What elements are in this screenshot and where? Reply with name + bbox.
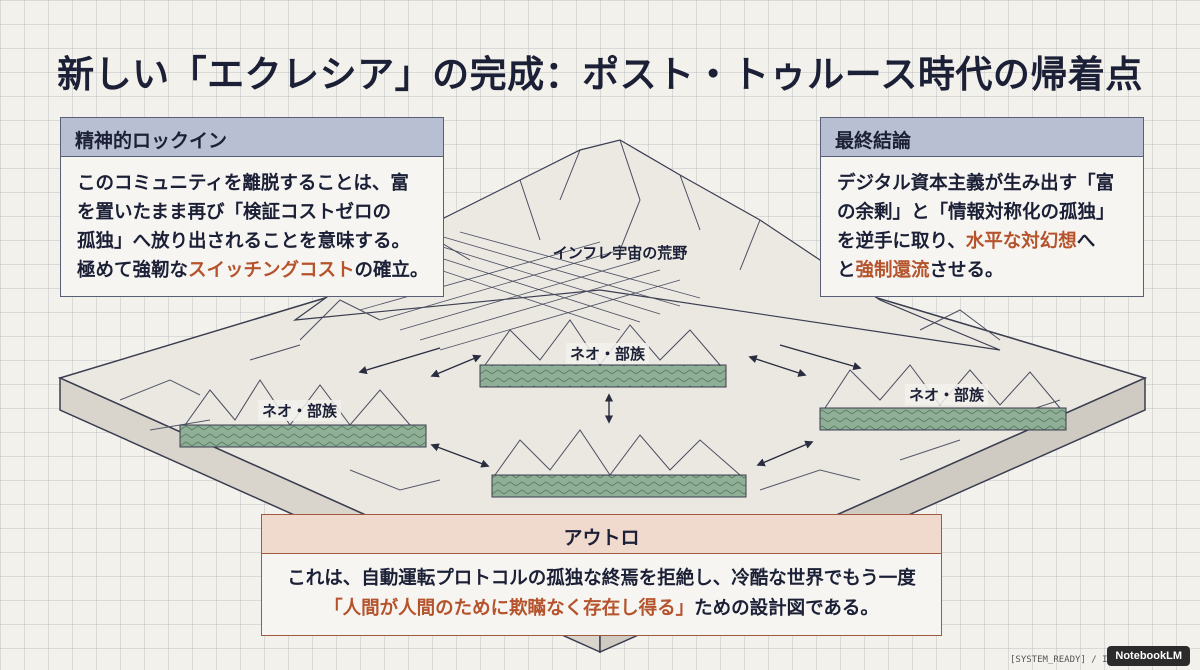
lockin-line: 極めて強靭なスイッチングコストの確立。	[77, 256, 429, 285]
horizontal-illusion-highlight: 水平な対幻想	[965, 231, 1077, 252]
outro-line: これは、自動運転プロトコルの孤独な終焉を拒絶し、冷酷な世界でもう一度	[287, 568, 916, 589]
tribe-label-left: ネオ・部族	[258, 400, 342, 421]
conclusion-text: を逆手に取り、	[837, 231, 966, 252]
lockin-heading: 精神的ロックイン	[61, 118, 443, 157]
outro-line: 「人間が人間のために欺瞞なく存在し得る」ための設計図である。	[262, 594, 941, 624]
lockin-line: を置いたまま再び「検証コストゼロの	[77, 202, 391, 223]
lockin-line: 孤独」へ放り出されることを意味する。	[77, 231, 411, 252]
conclusion-text: へ	[1076, 231, 1096, 252]
outro-text: ための設計図である。	[694, 598, 879, 619]
tribe-right	[819, 364, 1067, 431]
conclusion-line: の余剰」と「情報対称化の孤独」	[837, 202, 1115, 223]
conclusion-heading: 最終結論	[821, 118, 1143, 157]
outro-heading: アウトロ	[262, 515, 941, 554]
forced-return-highlight: 強制還流	[855, 260, 930, 281]
lockin-body: このコミュニティを離脱することは、富 を置いたまま再び「検証コストゼロの 孤独」…	[61, 157, 443, 295]
lockin-line: このコミュニティを離脱することは、富	[77, 173, 409, 194]
lockin-text: の確立。	[354, 260, 429, 281]
conclusion-text: と	[837, 260, 856, 281]
notebooklm-logo: NotebookLM	[1107, 646, 1190, 666]
conclusion-box: 最終結論 デジタル資本主義が生み出す「富 の余剰」と「情報対称化の孤独」 を逆手…	[820, 117, 1144, 297]
lockin-text: 極めて強靭な	[77, 260, 189, 281]
tribe-bottom	[491, 429, 747, 498]
page-title: 新しい「エクレシア」の完成：ポスト・トゥルース時代の帰着点	[57, 53, 1143, 96]
conclusion-text: させる。	[929, 260, 1004, 281]
outro-box: アウトロ これは、自動運転プロトコルの孤独な終焉を拒絶し、冷酷な世界でもう一度 …	[261, 514, 942, 636]
conclusion-line: デジタル資本主義が生み出す「富	[837, 173, 1115, 194]
system-status: [SYSTEM_READY] / IN	[1010, 655, 1113, 665]
tribe-label-right: ネオ・部族	[905, 384, 989, 405]
crosshatch-grid	[359, 231, 701, 351]
outro-highlight: 「人間が人間のために欺瞞なく存在し得る」	[324, 598, 695, 619]
tribe-left	[179, 379, 427, 448]
lockin-box: 精神的ロックイン このコミュニティを離脱することは、富 を置いたまま再び「検証コ…	[60, 117, 444, 297]
switching-cost-highlight: スイッチングコスト	[188, 260, 355, 281]
tribe-label-top: ネオ・部族	[566, 343, 650, 364]
connection-arrows	[358, 344, 862, 468]
conclusion-line: を逆手に取り、水平な対幻想へ	[837, 227, 1129, 256]
outro-body: これは、自動運転プロトコルの孤独な終焉を拒絶し、冷酷な世界でもう一度 「人間が人…	[262, 554, 941, 624]
conclusion-line: と強制還流させる。	[837, 256, 1129, 285]
mountain	[249, 139, 1001, 361]
wilderness-label: インフレ宇宙の荒野	[552, 244, 688, 262]
conclusion-body: デジタル資本主義が生み出す「富 の余剰」と「情報対称化の孤独」 を逆手に取り、水…	[821, 157, 1143, 295]
